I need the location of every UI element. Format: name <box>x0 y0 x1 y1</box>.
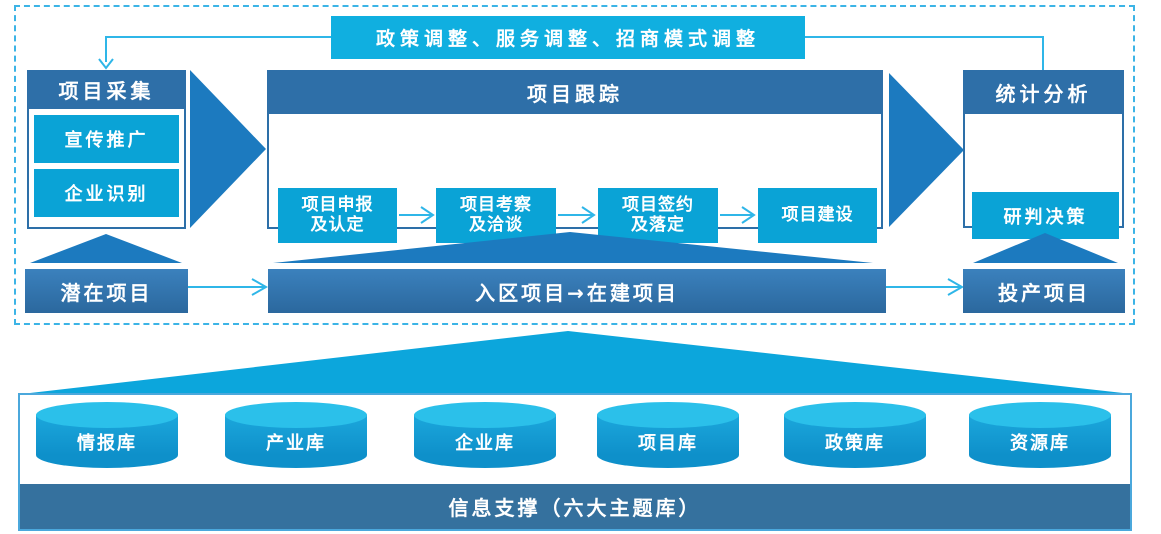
panel-project-collection: 项目采集 宣传推广 企业识别 <box>27 70 186 229</box>
cylinder-top-ellipse <box>225 402 367 428</box>
db-cylinder: 项目库 <box>597 402 739 468</box>
feedback-line-left-drop <box>105 36 107 62</box>
panel-body: 项目申报 及认定 项目考察 及洽谈 项目签约 及落定 <box>267 114 883 243</box>
panel-title: 项目跟踪 <box>527 81 623 106</box>
triangle-right-icon <box>889 73 964 227</box>
flow-step-line1: 项目建设 <box>781 204 854 225</box>
collection-item-box: 宣传推广 <box>34 115 179 163</box>
stage-arrow-icon <box>188 278 268 296</box>
feedback-banner: 政策调整、服务调整、招商模式调整 <box>331 16 805 59</box>
arrow-down-icon <box>98 58 114 70</box>
support-title-bar: 信息支撑（六大主题库） <box>20 484 1130 529</box>
panel-title: 统计分析 <box>995 81 1092 106</box>
triangle-right-icon <box>190 70 266 228</box>
db-label: 政策库 <box>825 433 885 454</box>
feedback-banner-label: 政策调整、服务调整、招商模式调整 <box>375 28 760 50</box>
panel-header: 项目采集 <box>27 70 186 109</box>
flow-step-line2: 及洽谈 <box>469 214 523 235</box>
panel-body: 宣传推广 企业识别 <box>27 109 186 229</box>
roof-triangle-icon <box>30 234 182 263</box>
cylinder-top-ellipse <box>969 402 1111 428</box>
panel-body: 研判决策 <box>963 114 1124 239</box>
process-dashed-boundary <box>14 5 1135 325</box>
analysis-item-box: 研判决策 <box>972 192 1119 239</box>
panel-header: 统计分析 <box>963 70 1124 114</box>
flow-step-inspect: 项目考察 及洽谈 <box>436 188 556 243</box>
flow-step-line1: 项目申报 <box>301 194 374 215</box>
panel-project-tracking: 项目跟踪 项目申报 及认定 项目考察 及洽谈 项目签约 及落定 <box>267 70 883 243</box>
db-cylinder: 资源库 <box>969 402 1111 468</box>
flow-step-build: 项目建设 <box>758 188 877 243</box>
panel-statistics-analysis: 统计分析 研判决策 <box>963 70 1124 239</box>
flow-step-line1: 项目签约 <box>622 194 694 215</box>
feedback-line-left <box>106 36 331 38</box>
db-cylinder: 政策库 <box>784 402 926 468</box>
db-label: 项目库 <box>638 433 698 454</box>
flow-arrow-icon <box>720 206 756 224</box>
panel-title: 项目采集 <box>58 79 155 103</box>
flow-arrow-icon <box>399 206 435 224</box>
funnel-triangle-icon <box>30 331 1123 393</box>
db-cylinder: 企业库 <box>414 402 556 468</box>
stage-arrow-icon <box>886 278 964 296</box>
roof-triangle-icon <box>973 233 1118 263</box>
support-title: 信息支撑（六大主题库） <box>448 496 702 520</box>
db-label: 产业库 <box>266 433 326 454</box>
db-label: 资源库 <box>1010 433 1070 454</box>
stage-production-box: 投产项目 <box>963 269 1125 313</box>
support-container: 情报库 产业库 企业库 项目库 政策库 <box>18 393 1132 531</box>
cylinder-top-ellipse <box>36 402 178 428</box>
stage-label: 入区项目→在建项目 <box>475 280 679 305</box>
flow-step-declare: 项目申报 及认定 <box>278 188 397 243</box>
flow-step-line1: 项目考察 <box>460 194 532 215</box>
feedback-line-right-drop <box>1042 36 1044 70</box>
stage-label: 投产项目 <box>998 280 1090 305</box>
db-cylinder: 产业库 <box>225 402 367 468</box>
db-cylinder: 情报库 <box>36 402 178 468</box>
feedback-line-right <box>805 36 1044 38</box>
flat-triangle-icon <box>273 232 873 263</box>
stage-potential-box: 潜在项目 <box>25 269 188 313</box>
db-label: 企业库 <box>455 433 515 454</box>
db-label: 情报库 <box>77 433 137 454</box>
flow-step-line2: 及认定 <box>310 214 365 235</box>
stage-label: 潜在项目 <box>60 280 153 305</box>
stage-in-area-box: 入区项目→在建项目 <box>268 269 886 313</box>
collection-item-box: 企业识别 <box>34 169 179 217</box>
cylinder-top-ellipse <box>784 402 926 428</box>
flow-step-sign: 项目签约 及落定 <box>598 188 718 243</box>
cylinder-top-ellipse <box>414 402 556 428</box>
flow-step-line2: 及落定 <box>631 214 685 235</box>
cylinder-top-ellipse <box>597 402 739 428</box>
panel-header: 项目跟踪 <box>267 70 883 114</box>
flow-arrow-icon <box>558 206 596 224</box>
